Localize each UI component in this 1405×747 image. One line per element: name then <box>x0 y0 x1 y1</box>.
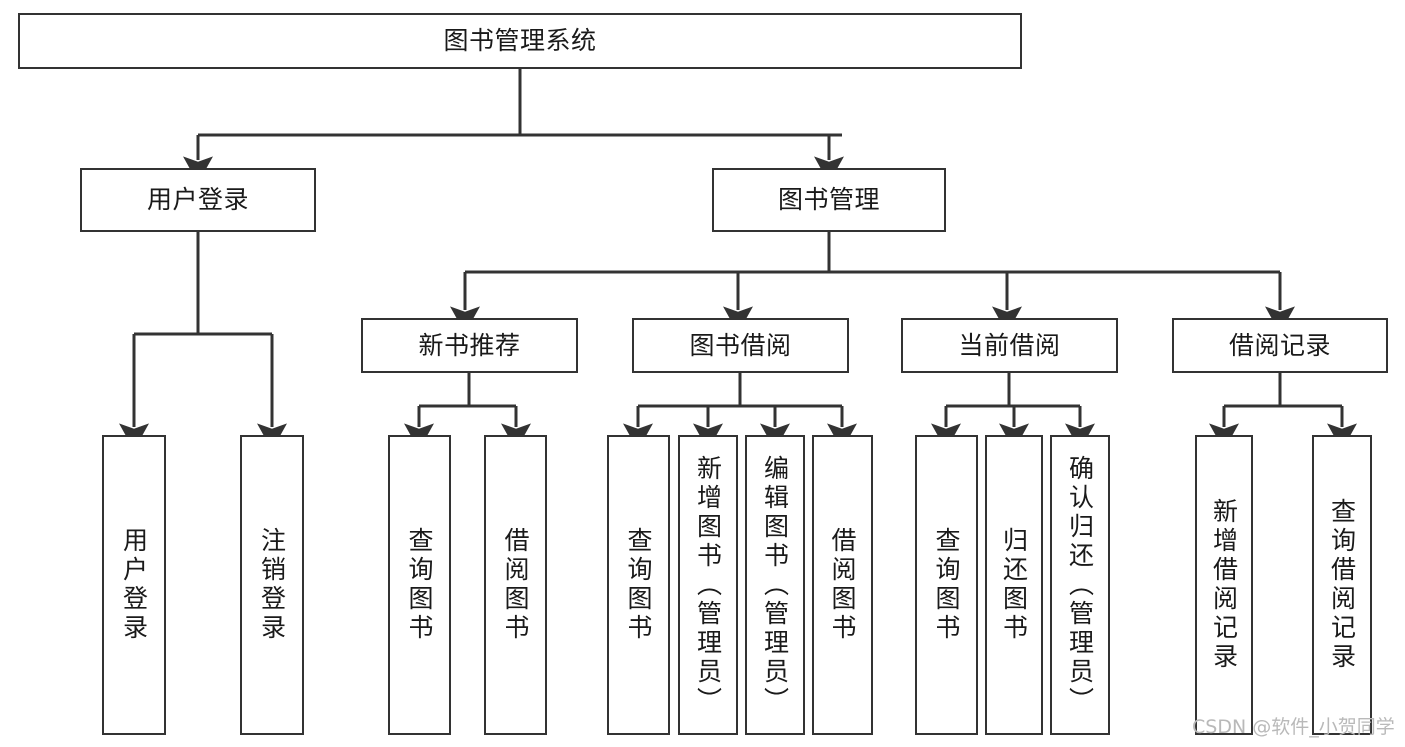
node-leaf-return-book[interactable]: 归还图书 <box>985 435 1043 735</box>
node-leaf-user-login-label: 用户登录 <box>119 527 149 643</box>
node-leaf-add-borrow-record-label: 新增借阅记录 <box>1209 498 1239 672</box>
node-leaf-borrow-book-1-label: 借阅图书 <box>501 527 530 643</box>
node-leaf-borrow-book-1[interactable]: 借阅图书 <box>484 435 547 735</box>
node-new-book-recommend[interactable]: 新书推荐 <box>361 318 578 373</box>
node-current-borrow[interactable]: 当前借阅 <box>901 318 1118 373</box>
node-leaf-query-borrow-record[interactable]: 查询借阅记录 <box>1312 435 1372 735</box>
node-leaf-query-book-3[interactable]: 查询图书 <box>915 435 978 735</box>
node-leaf-query-book-2-label: 查询图书 <box>624 527 653 643</box>
node-leaf-borrow-book-2-label: 借阅图书 <box>828 527 857 643</box>
node-book-borrow[interactable]: 图书借阅 <box>632 318 849 373</box>
node-root-label: 图书管理系统 <box>443 26 597 56</box>
node-leaf-user-login[interactable]: 用户登录 <box>102 435 166 735</box>
node-book-manage[interactable]: 图书管理 <box>712 168 946 232</box>
node-leaf-query-book-1[interactable]: 查询图书 <box>388 435 451 735</box>
node-leaf-user-logout-label: 注销登录 <box>257 527 287 643</box>
node-root[interactable]: 图书管理系统 <box>18 13 1022 69</box>
node-leaf-confirm-return[interactable]: 确认归还（管理员） <box>1050 435 1110 735</box>
node-leaf-add-book-label: 新增图书（管理员） <box>693 454 723 716</box>
node-book-manage-label: 图书管理 <box>777 185 880 215</box>
node-leaf-query-book-3-label: 查询图书 <box>932 527 961 643</box>
node-leaf-query-book-2[interactable]: 查询图书 <box>607 435 670 735</box>
node-user-login[interactable]: 用户登录 <box>80 168 316 232</box>
node-leaf-borrow-book-2[interactable]: 借阅图书 <box>812 435 873 735</box>
node-borrow-record-label: 借阅记录 <box>1228 330 1331 360</box>
node-user-login-label: 用户登录 <box>146 185 249 215</box>
node-leaf-add-book[interactable]: 新增图书（管理员） <box>678 435 738 735</box>
node-leaf-query-borrow-record-label: 查询借阅记录 <box>1327 498 1357 672</box>
node-book-borrow-label: 图书借阅 <box>689 330 792 360</box>
node-leaf-query-book-1-label: 查询图书 <box>405 527 434 643</box>
node-leaf-user-logout[interactable]: 注销登录 <box>240 435 304 735</box>
node-leaf-add-borrow-record[interactable]: 新增借阅记录 <box>1195 435 1253 735</box>
node-leaf-confirm-return-label: 确认归还（管理员） <box>1065 454 1095 716</box>
node-leaf-return-book-label: 归还图书 <box>999 527 1029 643</box>
node-leaf-edit-book[interactable]: 编辑图书（管理员） <box>745 435 805 735</box>
node-current-borrow-label: 当前借阅 <box>958 330 1061 360</box>
node-new-book-recommend-label: 新书推荐 <box>418 330 521 360</box>
node-leaf-edit-book-label: 编辑图书（管理员） <box>760 454 790 716</box>
csdn-watermark: CSDN @软件_小贺同学 <box>1192 716 1395 738</box>
node-borrow-record[interactable]: 借阅记录 <box>1172 318 1388 373</box>
